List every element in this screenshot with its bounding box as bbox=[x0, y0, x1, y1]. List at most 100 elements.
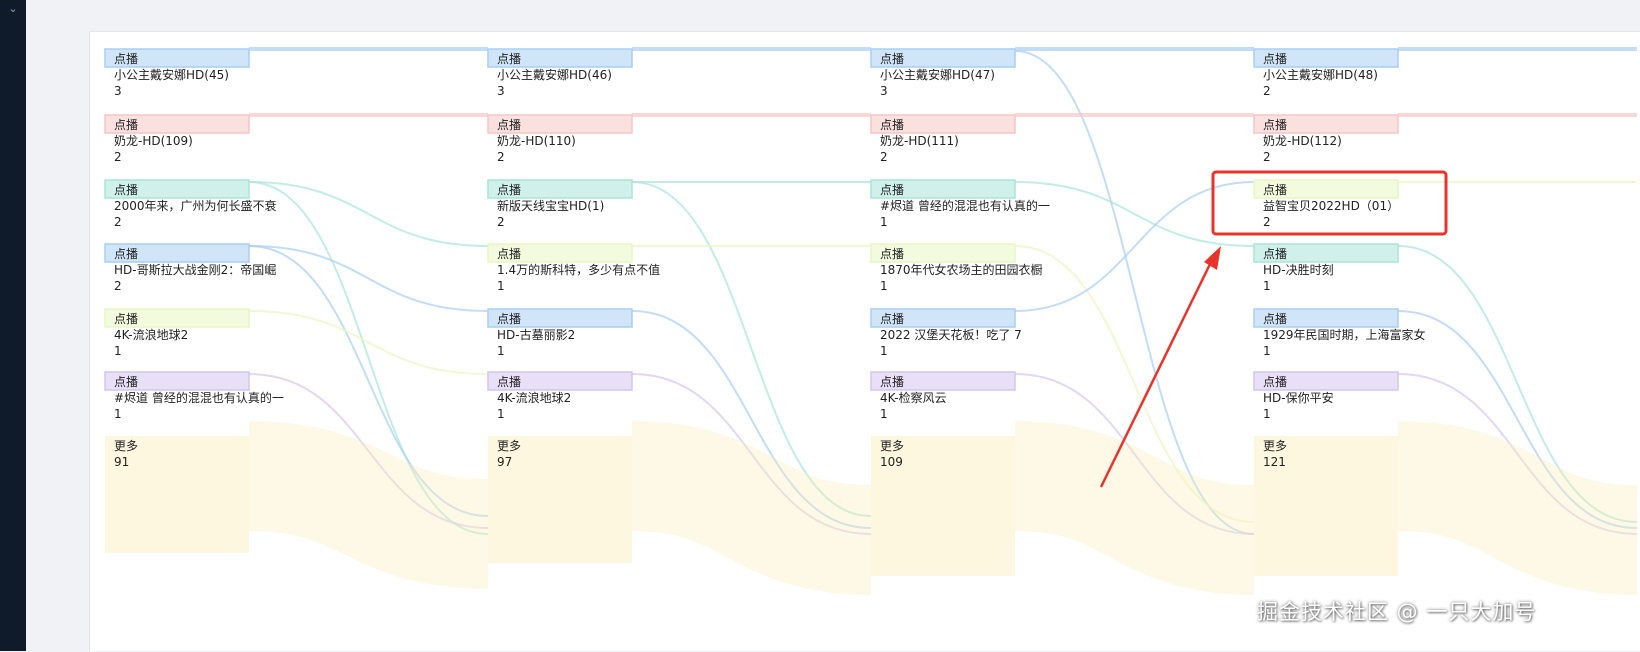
node-count: 121 bbox=[1263, 455, 1286, 469]
node-type-label: 点播 bbox=[497, 247, 521, 261]
sankey-node[interactable] bbox=[870, 243, 1016, 263]
sankey-link bbox=[248, 245, 489, 312]
node-title: 1870年代女农场主的田园衣橱 bbox=[880, 262, 1043, 277]
node-type-label: 点播 bbox=[114, 247, 138, 261]
sankey-node[interactable] bbox=[1253, 243, 1399, 263]
node-title: 1.4万的斯科特，多少有点不值 bbox=[497, 262, 660, 277]
sankey-node[interactable] bbox=[487, 308, 633, 328]
sankey-link bbox=[1014, 373, 1255, 535]
sankey-node[interactable] bbox=[104, 243, 250, 263]
node-type-label: 点播 bbox=[497, 375, 521, 389]
node-title: 小公主戴安娜HD(48) bbox=[1263, 67, 1378, 82]
node-count: 1 bbox=[1263, 344, 1271, 358]
node-count: 1 bbox=[114, 407, 122, 421]
node-type-label: 点播 bbox=[880, 247, 904, 261]
sankey-node[interactable] bbox=[104, 308, 250, 328]
sankey-link bbox=[631, 181, 872, 517]
sankey-node[interactable] bbox=[870, 114, 1016, 134]
node-title: 4K-流浪地球2 bbox=[497, 390, 571, 405]
sankey-node[interactable] bbox=[1253, 308, 1399, 328]
sankey-node[interactable] bbox=[1253, 371, 1399, 391]
sankey-node[interactable] bbox=[104, 371, 250, 391]
node-type-label: 点播 bbox=[880, 52, 904, 66]
node-type-label: 点播 bbox=[114, 118, 138, 132]
sankey-column-2: 点播小公主戴安娜HD(46)3点播奶龙-HD(110)2点播新版天线宝宝HD(1… bbox=[487, 48, 660, 563]
sankey-node[interactable] bbox=[104, 114, 250, 134]
sankey-node[interactable] bbox=[870, 308, 1016, 328]
node-title: 奶龙-HD(109) bbox=[114, 134, 193, 148]
sankey-links bbox=[247, 47, 1639, 595]
sankey-link bbox=[1396, 421, 1639, 595]
sankey-node[interactable] bbox=[1253, 48, 1399, 68]
node-title: 奶龙-HD(110) bbox=[497, 134, 576, 148]
sankey-link bbox=[1397, 245, 1638, 523]
node-type-label: 点播 bbox=[114, 375, 138, 389]
sankey-node[interactable] bbox=[487, 48, 633, 68]
sankey-link bbox=[1014, 181, 1255, 247]
node-count: 109 bbox=[880, 455, 903, 469]
node-title: HD-决胜时刻 bbox=[1263, 262, 1334, 277]
node-count: 97 bbox=[497, 455, 512, 469]
sankey-column-1: 点播小公主戴安娜HD(45)3点播奶龙-HD(109)2点播2000年来，广州为… bbox=[104, 48, 284, 553]
node-title: 小公主戴安娜HD(47) bbox=[880, 67, 995, 82]
node-title: 2022 汉堡天花板！吃了 7 bbox=[880, 327, 1022, 342]
node-count: 2 bbox=[114, 215, 122, 229]
sankey-link bbox=[631, 373, 872, 535]
node-title: HD-保你平安 bbox=[1263, 390, 1334, 405]
sankey-node-more[interactable] bbox=[871, 436, 1015, 576]
sankey-link bbox=[248, 181, 489, 247]
sankey-node[interactable] bbox=[104, 179, 250, 199]
node-title: 4K-流浪地球2 bbox=[114, 327, 188, 342]
node-type-label: 点播 bbox=[114, 183, 138, 197]
chevron-down-icon[interactable]: ⌄ bbox=[8, 2, 18, 15]
node-title: 小公主戴安娜HD(46) bbox=[497, 67, 612, 82]
node-type-label: 点播 bbox=[880, 375, 904, 389]
sankey-link bbox=[248, 181, 489, 535]
sankey-node[interactable] bbox=[1253, 179, 1399, 199]
node-title: #烬道 曾经的混混也有认真的一 bbox=[114, 390, 284, 405]
sankey-node-more[interactable] bbox=[1254, 436, 1398, 576]
sankey-node[interactable] bbox=[870, 179, 1016, 199]
node-count: 1 bbox=[880, 407, 888, 421]
sankey-node[interactable] bbox=[487, 179, 633, 199]
sankey-link bbox=[631, 310, 872, 529]
node-title: HD-哥斯拉大战金刚2：帝国崛 bbox=[114, 262, 276, 277]
node-count: 2 bbox=[497, 215, 505, 229]
sankey-link bbox=[247, 421, 490, 589]
sankey-node[interactable] bbox=[487, 243, 633, 263]
sankey-node[interactable] bbox=[870, 371, 1016, 391]
sankey-link bbox=[1397, 373, 1638, 535]
highlight-arrow-line bbox=[1099, 257, 1215, 488]
sankey-node-more[interactable] bbox=[105, 436, 249, 553]
sankey-node[interactable] bbox=[1253, 114, 1399, 134]
node-count: 2 bbox=[497, 150, 505, 164]
node-type-label: 更多 bbox=[114, 439, 138, 453]
sankey-node-more[interactable] bbox=[488, 436, 632, 563]
node-title: 小公主戴安娜HD(45) bbox=[114, 67, 229, 82]
node-type-label: 点播 bbox=[1263, 312, 1287, 326]
node-count: 1 bbox=[114, 344, 122, 358]
node-count: 1 bbox=[1263, 279, 1271, 293]
sankey-link bbox=[248, 373, 489, 529]
node-type-label: 更多 bbox=[880, 439, 904, 453]
node-count: 1 bbox=[497, 279, 505, 293]
node-type-label: 点播 bbox=[1263, 247, 1287, 261]
node-title: 2000年来，广州为何长盛不衰 bbox=[114, 198, 277, 213]
sankey-node[interactable] bbox=[487, 371, 633, 391]
node-type-label: 点播 bbox=[1263, 52, 1287, 66]
node-count: 3 bbox=[497, 84, 505, 98]
sankey-node[interactable] bbox=[104, 48, 250, 68]
node-title: 4K-检察风云 bbox=[880, 390, 947, 405]
node-count: 2 bbox=[1263, 150, 1271, 164]
node-count: 1 bbox=[880, 344, 888, 358]
sankey-node[interactable] bbox=[487, 114, 633, 134]
node-count: 2 bbox=[114, 279, 122, 293]
sankey-node[interactable] bbox=[870, 48, 1016, 68]
node-count: 3 bbox=[114, 84, 122, 98]
node-type-label: 点播 bbox=[1263, 183, 1287, 197]
node-title: #烬道 曾经的混混也有认真的一 bbox=[880, 198, 1050, 213]
sankey-column-4: 点播小公主戴安娜HD(48)2点播奶龙-HD(112)2点播益智宝贝2022HD… bbox=[1253, 48, 1426, 576]
node-count: 2 bbox=[880, 150, 888, 164]
